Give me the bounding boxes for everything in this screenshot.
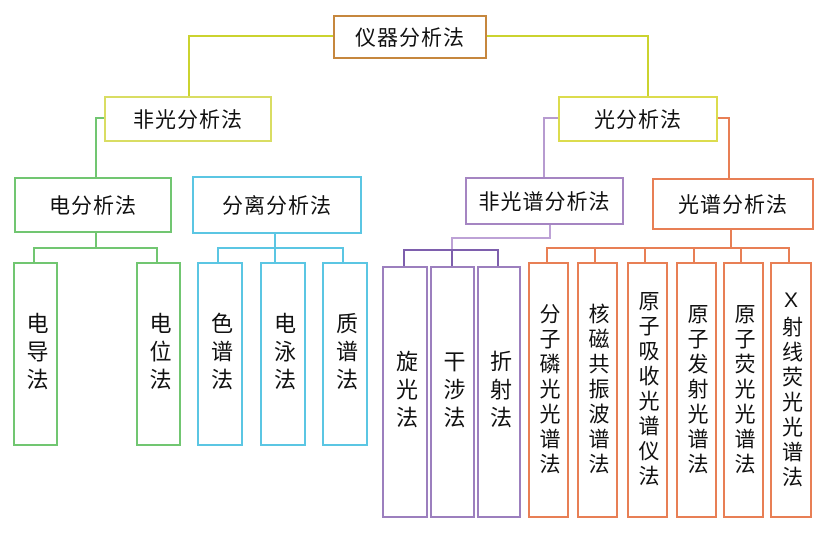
connector-spectro-drop-1: [546, 247, 548, 262]
connector-root-left-v: [188, 35, 190, 97]
node-nmr-spectroscopy: 核磁共振波谱法: [577, 262, 618, 518]
node-interferometry-label: 干涉法: [440, 350, 466, 434]
node-polarimetry-label: 旋光法: [393, 350, 418, 434]
connector-electro-drop-1: [33, 247, 35, 262]
node-chromatography: 色谱法: [197, 262, 243, 446]
connector-separation-drop-3: [342, 247, 344, 262]
node-electrophoresis-label: 电泳法: [271, 312, 296, 396]
connector-root-right-h: [487, 35, 649, 37]
node-refractometry-label: 折射法: [487, 350, 512, 434]
connector-separation-bar: [217, 247, 344, 249]
node-nmr-label: 核磁共振波谱法: [586, 302, 609, 478]
connector-optical-spectro-h: [714, 117, 730, 119]
node-atomic-fluorescence-label: 原子荧光光谱法: [732, 302, 755, 478]
node-atomic-absorption-label: 原子吸收光谱仪法: [636, 290, 659, 490]
node-electrochemical-analysis: 电分析法: [14, 177, 172, 233]
connector-spectro-drop-5: [740, 247, 742, 262]
connector-nonoptical-electro-h: [95, 117, 104, 119]
node-xray-fluorescence-label: X射线荧光光谱法: [779, 289, 803, 491]
node-potentiometry-label: 电位法: [146, 312, 172, 396]
connector-spectro-drop-6: [788, 247, 790, 262]
node-molecular-phosphorescence-label: 分子磷光光谱法: [537, 302, 560, 478]
node-interferometry: 干涉法: [430, 266, 475, 518]
connector-nonspectro-drop-2: [451, 249, 453, 266]
connector-optical-spectro-v: [728, 117, 730, 178]
node-mass-spectrometry-label: 质谱法: [333, 312, 358, 396]
node-atomic-fluorescence-spectroscopy: 原子荧光光谱法: [723, 262, 764, 518]
node-chromatography-label: 色谱法: [208, 312, 233, 396]
connector-nonspectro-stem-lower: [451, 237, 453, 251]
connector-separation-drop-1: [217, 247, 219, 262]
node-separation-analysis: 分离分析法: [192, 176, 362, 234]
node-atomic-emission-label: 原子发射光谱法: [685, 302, 708, 478]
connector-spectro-drop-2: [594, 247, 596, 262]
connector-electro-drop-2: [156, 247, 158, 262]
node-spectroscopic-analysis: 光谱分析法: [652, 178, 814, 230]
node-polarimetry: 旋光法: [382, 266, 428, 518]
node-molecular-phosphorescence-spectroscopy: 分子磷光光谱法: [528, 262, 569, 518]
node-conductometry: 电导法: [13, 262, 58, 446]
connector-spectro-drop-4: [693, 247, 695, 262]
node-mass-spectrometry: 质谱法: [322, 262, 368, 446]
node-atomic-absorption-spectroscopy: 原子吸收光谱仪法: [627, 262, 668, 518]
connector-spectro-drop-3: [644, 247, 646, 262]
node-optical-analysis: 光分析法: [558, 96, 718, 142]
connector-root-right-v: [647, 35, 649, 97]
node-conductometry-label: 电导法: [23, 312, 49, 396]
connector-electro-stem: [95, 231, 97, 248]
connector-optical-nonspectro-h: [543, 117, 558, 119]
connector-electro-bar: [33, 247, 158, 249]
connector-spectro-bar: [546, 247, 790, 249]
connector-nonspectro-drop-3: [497, 249, 499, 266]
node-xray-fluorescence-spectroscopy: X射线荧光光谱法: [770, 262, 812, 518]
connector-optical-nonspectro-v: [543, 117, 545, 177]
connector-root-left-h: [188, 35, 333, 37]
node-refractometry: 折射法: [477, 266, 521, 518]
connector-spectro-stem: [730, 228, 732, 248]
node-atomic-emission-spectroscopy: 原子发射光谱法: [676, 262, 717, 518]
connector-nonspectro-stem-upper: [549, 224, 551, 239]
node-electrophoresis: 电泳法: [260, 262, 306, 446]
node-potentiometry: 电位法: [136, 262, 181, 446]
connector-separation-stem: [274, 231, 276, 248]
node-instrumental-analysis: 仪器分析法: [333, 15, 487, 59]
node-non-spectroscopic-analysis: 非光谱分析法: [465, 177, 624, 225]
connector-separation-drop-2: [274, 247, 276, 262]
connector-nonspectro-drop-1: [403, 249, 405, 266]
node-non-optical-analysis: 非光分析法: [104, 96, 272, 142]
connector-nonspectro-jog: [451, 237, 551, 239]
connector-nonoptical-electro-v: [95, 117, 97, 177]
